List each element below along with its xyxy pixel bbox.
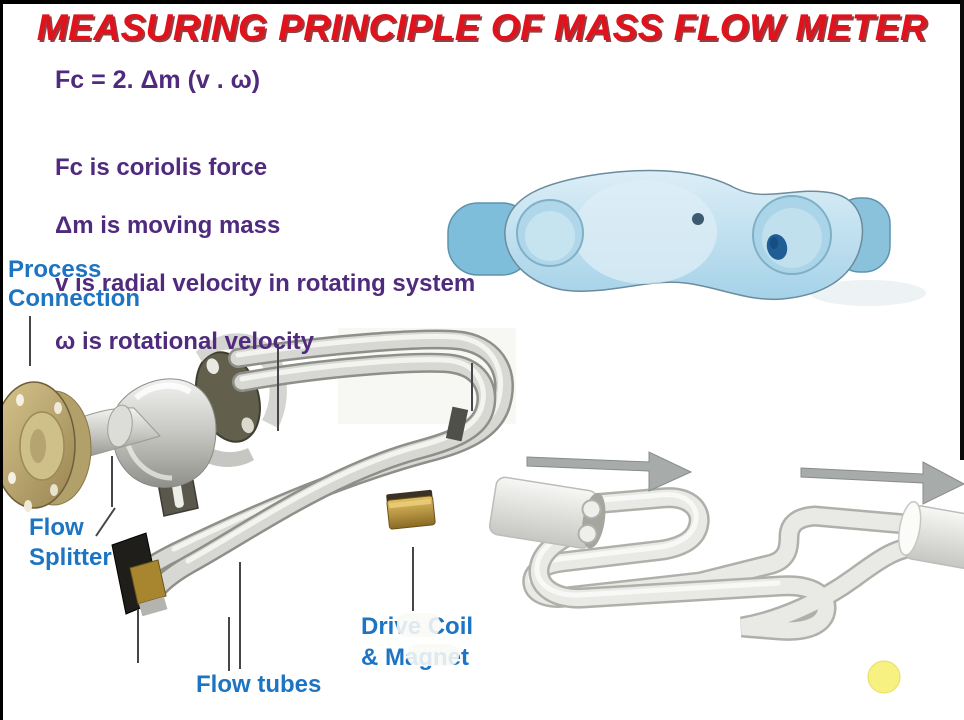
label-process-connection: Process Connection [8, 256, 140, 312]
serpentine-tubes-illustration [488, 451, 964, 641]
flow-direction-arrow-left [526, 451, 693, 492]
highlight-dot [867, 660, 901, 694]
pointer-lines [29, 316, 473, 671]
definition-rotational-velocity: ω is rotational velocity [55, 328, 315, 355]
frame-right-border [960, 0, 964, 460]
flow-tubes-pair [132, 329, 514, 598]
sensor-center-dot [692, 213, 704, 225]
neck-collar [107, 404, 133, 448]
outlet-pipe [898, 500, 964, 569]
watermark-smudge [397, 613, 440, 637]
serpentine-tube-path [522, 487, 923, 641]
frame-left-border [0, 0, 3, 720]
splitter-highlight [134, 382, 192, 401]
page-title: MEASURING PRINCIPLE OF MASS FLOW METER [36, 7, 928, 48]
sensor-shadow [810, 280, 926, 306]
label-flow-tubes: Flow tubes [196, 671, 322, 698]
watermark-smudge [407, 644, 459, 666]
flow-meter-photo-illustration [0, 328, 516, 617]
formula-definitions: Fc is coriolis force Δm is moving mass v… [55, 124, 475, 385]
splitter-highlight-2 [125, 443, 173, 481]
drive-coil-block [386, 489, 436, 530]
sensor-magnet-spot-core [770, 237, 778, 249]
definition-moving-mass: Δm is moving mass [55, 212, 281, 239]
sensor-sheen [573, 180, 717, 284]
definition-radial-velocity: v is radial velocity in rotating system [55, 270, 476, 297]
process-connection-flange [0, 381, 92, 512]
frame-top-border [0, 0, 964, 4]
tube-clamp [445, 406, 469, 442]
sensor-left-cup-inner [525, 211, 575, 261]
inlet-pipe [488, 476, 606, 549]
label-flow-splitter: Flow Splitter [29, 514, 112, 571]
pointer-line-flow-splitter-diagonal [95, 507, 116, 537]
formula-equation: Fc = 2. Δm (v . ω) [55, 66, 261, 94]
definition-coriolis-force: Fc is coriolis force [55, 154, 268, 181]
pickoff-sensor-block [111, 532, 168, 617]
sensor-top-view-illustration [447, 169, 926, 306]
flow-direction-arrow-right [800, 461, 964, 505]
